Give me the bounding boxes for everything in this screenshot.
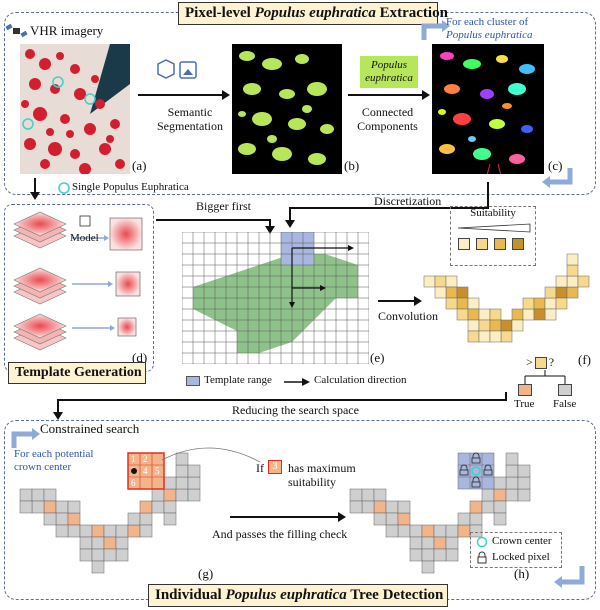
calc-direction-arrow-icon: [284, 378, 310, 386]
discretization-label: Discretization: [374, 194, 442, 208]
compare-label: >?: [526, 355, 555, 370]
single-populus-label: Single Populus Euphratica: [72, 181, 189, 193]
cluster-note: For each cluster of Populus euphratica: [446, 16, 533, 41]
convolution-label: Convolution: [378, 309, 439, 323]
cluster-bracket-arrow: [421, 20, 450, 40]
detection-return-arrow: [554, 566, 585, 588]
segmentation-icon: [157, 59, 197, 79]
constrained-search-label: Constrained search: [40, 421, 140, 436]
panel-h-label: (h): [514, 566, 530, 581]
panel-f-label: (f): [578, 352, 591, 367]
has-max-label: has maximum: [288, 461, 356, 475]
if-label: If: [256, 461, 264, 475]
model-label: Model: [70, 232, 99, 244]
if-connector: [161, 447, 261, 463]
svg-text:2: 2: [143, 454, 148, 464]
true-label: True: [514, 398, 535, 410]
segmentation-arrow: [138, 90, 230, 100]
vhr-label: VHR imagery: [30, 23, 104, 38]
crown-bracket-arrow: [11, 428, 40, 448]
bigger-first-arrow: [156, 219, 275, 234]
svg-text:1: 1: [131, 454, 136, 464]
suitability-swatches: [458, 238, 530, 250]
detection-legend: [470, 532, 562, 568]
false-swatch: [558, 384, 572, 396]
constrained-search-grid: 1 2 3 4 5 6: [19, 434, 220, 584]
suit-swatch-4: [512, 238, 524, 250]
cluster-return-arrow: [542, 168, 573, 188]
if-cell: 3: [268, 460, 282, 474]
suitability-label: Suitability: [470, 207, 516, 219]
connected-components-label: Connected Components: [357, 105, 418, 133]
suitability-text: suitability: [288, 475, 336, 489]
calc-direction-label: Calculation direction: [314, 374, 407, 386]
detection-result-grid: [349, 434, 550, 584]
suit-swatch-1: [458, 238, 470, 250]
suitability-map: [423, 253, 596, 374]
populus-tag: Populus euphratica: [360, 56, 418, 88]
panel-c-label: (c): [548, 158, 563, 173]
suitability-ramp: [457, 223, 531, 233]
crown-note: For each potential crown center: [14, 448, 94, 473]
crown-center-label: Crown center: [492, 535, 552, 547]
true-swatch: [518, 384, 532, 396]
svg-text:4: 4: [143, 466, 148, 476]
template-range-label: Template range: [204, 374, 272, 386]
template-range-swatch: [186, 376, 200, 386]
passes-arrow: [230, 512, 346, 522]
suit-swatch-3: [494, 238, 506, 250]
crown-circle-icon: [58, 182, 70, 194]
svg-text:5: 5: [155, 466, 160, 476]
panel-d-label: (d): [132, 350, 148, 365]
false-label: False: [553, 398, 577, 410]
passes-label: And passes the filling check: [212, 527, 348, 541]
crown-center-icon: [476, 536, 488, 548]
reducing-arrow: [53, 392, 507, 420]
panel-b-label: (b): [344, 158, 360, 173]
segmentation-image: [232, 44, 342, 174]
convolution-arrow: [378, 296, 422, 306]
semantic-segmentation-label: Semantic Segmentation: [157, 105, 223, 133]
panel-g-label: (g): [198, 566, 214, 581]
decision-branch: [524, 370, 566, 386]
single-tree-arrow: [30, 178, 40, 200]
components-image: [432, 44, 544, 174]
discretized-grid: [182, 232, 372, 372]
template-stacks: [10, 210, 150, 351]
bigger-first-label: Bigger first: [196, 199, 251, 213]
locked-pixel-label: Locked pixel: [492, 551, 550, 563]
vhr-image: [20, 44, 130, 174]
satellite-icon: [5, 23, 28, 38]
detection-title: Individual Populus euphratica Tree Detec…: [148, 584, 448, 607]
suit-swatch-2: [476, 238, 488, 250]
suitability-legend: [450, 206, 536, 266]
extraction-title: Pixel-level Populus euphratica Extractio…: [178, 2, 448, 25]
panel-a-label: (a): [132, 158, 147, 173]
reducing-label: Reducing the search space: [232, 403, 359, 417]
panel-e-label: (e): [370, 350, 385, 365]
discretization-arrow: [285, 182, 489, 228]
connected-arrow: [348, 90, 430, 100]
svg-text:6: 6: [131, 478, 136, 488]
lock-icon: [477, 551, 487, 564]
template-generation-title: Template Generation: [8, 362, 146, 384]
